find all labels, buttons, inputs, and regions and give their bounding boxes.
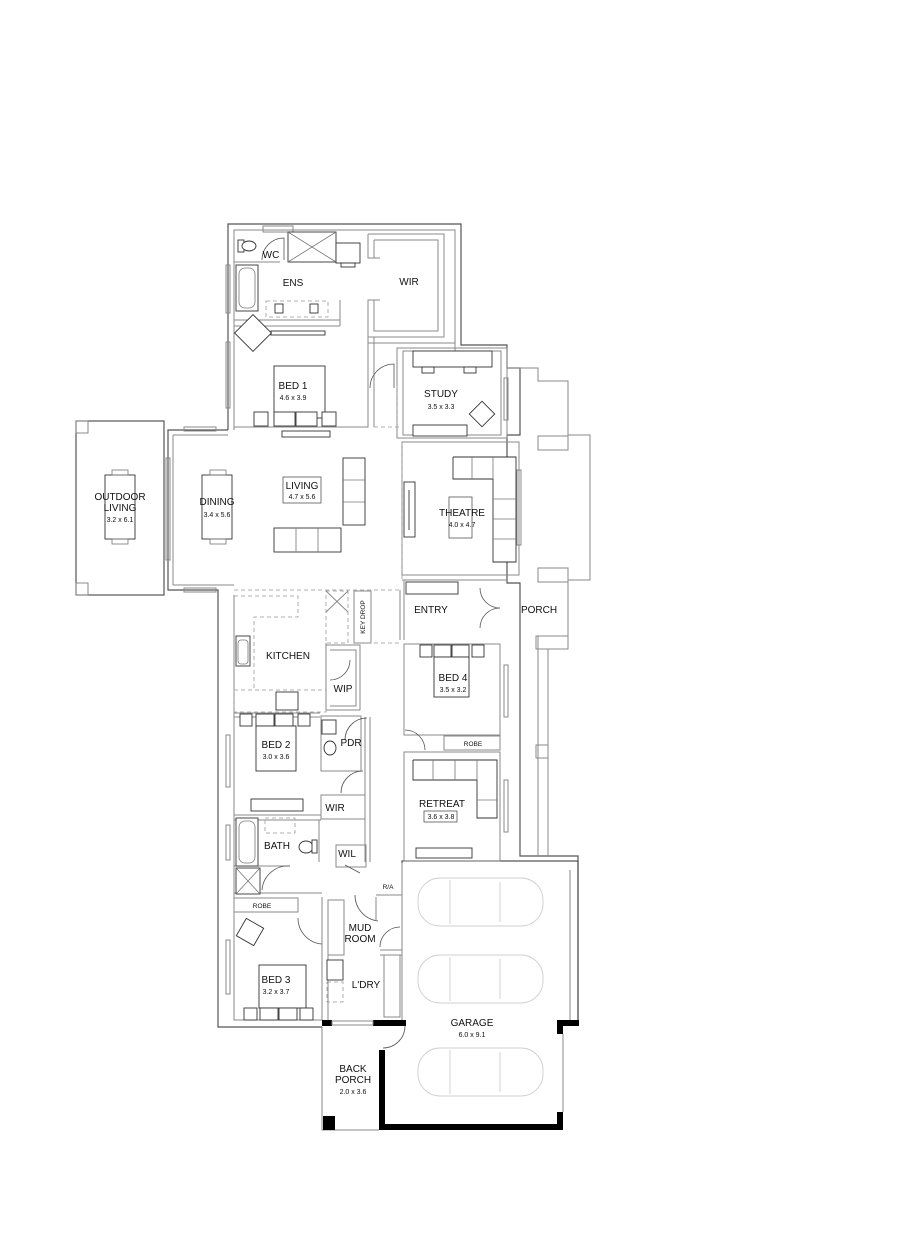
label-ens: ENS bbox=[283, 278, 304, 289]
windows bbox=[165, 225, 522, 1026]
dims-theatre: 4.0 x 4.7 bbox=[449, 522, 476, 529]
label-robe-bed4: ROBE bbox=[464, 741, 483, 748]
dims-living: 4.7 x 5.6 bbox=[289, 494, 316, 501]
dims-dining: 3.4 x 5.6 bbox=[204, 512, 231, 519]
label-bed2: BED 2 bbox=[262, 740, 291, 751]
dims-back-porch: 2.0 x 3.6 bbox=[340, 1089, 367, 1096]
dims-bed3: 3.2 x 3.7 bbox=[263, 989, 290, 996]
label-wil: WIL bbox=[338, 849, 356, 860]
label-back-porch-2: PORCH bbox=[335, 1075, 371, 1086]
furniture bbox=[104, 231, 517, 1021]
dims-bed1: 4.6 x 3.9 bbox=[280, 395, 307, 402]
label-kitchen: KITCHEN bbox=[266, 651, 310, 662]
room-labels: WC ENS WIR BED 1 4.6 x 3.9 STUDY 3.5 x 3… bbox=[94, 250, 557, 1096]
label-living: LIVING bbox=[286, 481, 319, 492]
label-retreat: RETREAT bbox=[419, 799, 465, 810]
doors bbox=[261, 237, 501, 1049]
label-outdoor-living-1: OUTDOOR bbox=[94, 492, 145, 503]
label-theatre: THEATRE bbox=[439, 508, 485, 519]
label-laundry: L'DRY bbox=[352, 980, 381, 991]
label-study: STUDY bbox=[424, 389, 458, 400]
car-icon bbox=[417, 954, 544, 1004]
label-porch: PORCH bbox=[521, 605, 557, 616]
label-entry: ENTRY bbox=[414, 605, 448, 616]
label-wir-bed2: WIR bbox=[325, 803, 344, 814]
label-bed3: BED 3 bbox=[262, 975, 291, 986]
label-garage: GARAGE bbox=[451, 1018, 494, 1029]
label-wir-master: WIR bbox=[399, 277, 418, 288]
label-mud-room-2: ROOM bbox=[344, 934, 375, 945]
outer-walls bbox=[75, 223, 591, 1131]
dims-garage: 6.0 x 9.1 bbox=[459, 1032, 486, 1039]
label-pdr: PDR bbox=[340, 738, 361, 749]
label-dining: DINING bbox=[200, 497, 235, 508]
dims-study: 3.5 x 3.3 bbox=[428, 404, 455, 411]
car-icon bbox=[417, 877, 544, 927]
label-back-porch-1: BACK bbox=[339, 1064, 367, 1075]
label-robe-bed3: ROBE bbox=[253, 903, 272, 910]
label-bath: BATH bbox=[264, 841, 290, 852]
dims-retreat: 3.6 x 3.8 bbox=[428, 814, 455, 821]
label-key-drop: KEY DROP bbox=[360, 600, 367, 633]
label-wc: WC bbox=[263, 250, 280, 261]
garage-cars bbox=[417, 877, 544, 1097]
label-bed1: BED 1 bbox=[279, 381, 308, 392]
car-icon bbox=[417, 1047, 544, 1097]
interior-walls bbox=[233, 233, 520, 1020]
label-bed4: BED 4 bbox=[439, 673, 468, 684]
dims-bed4: 3.5 x 3.2 bbox=[440, 687, 467, 694]
outdoor-living-slab bbox=[75, 420, 165, 596]
dims-bed2: 3.0 x 3.6 bbox=[263, 754, 290, 761]
label-mud-room-1: MUD bbox=[349, 923, 372, 934]
label-wip: WIP bbox=[334, 684, 353, 695]
label-outdoor-living-2: LIVING bbox=[104, 503, 137, 514]
label-ra: R/A bbox=[383, 884, 395, 891]
dims-outdoor-living: 3.2 x 6.1 bbox=[107, 517, 134, 524]
